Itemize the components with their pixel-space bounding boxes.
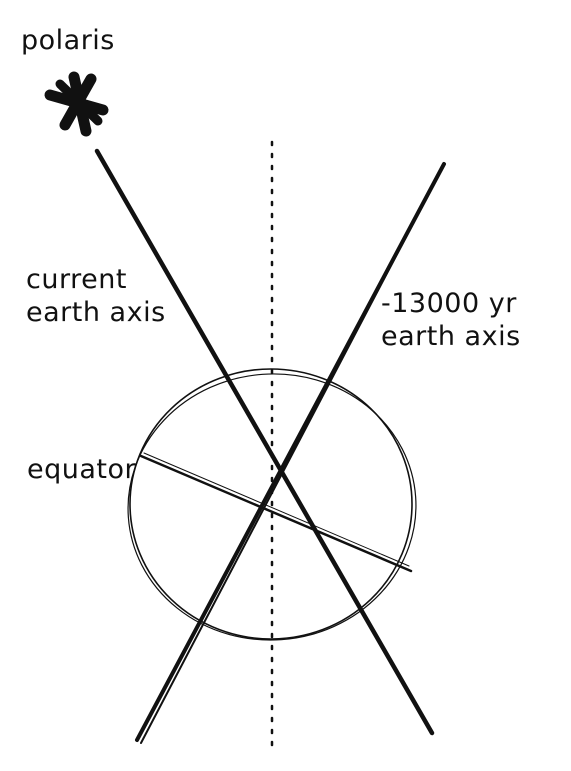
past-axis-label-line1: -13000 yr (381, 288, 517, 319)
equator-label: equator (27, 454, 137, 485)
past-axis-label-line2: earth axis (381, 321, 521, 352)
current-axis-label-line1: current (26, 264, 127, 295)
current-axis-label-line2: earth axis (26, 297, 166, 328)
earth-circle (127, 368, 417, 641)
equator-line (139, 452, 413, 573)
current-earth-axis-line (94, 148, 435, 736)
past-earth-axis-label: -13000 yr earth axis (381, 287, 521, 353)
past-earth-axis-line (135, 162, 446, 744)
polaris-label: polaris (21, 25, 115, 56)
asterisk-star-icon (44, 71, 109, 137)
current-earth-axis-label: current earth axis (26, 263, 166, 329)
